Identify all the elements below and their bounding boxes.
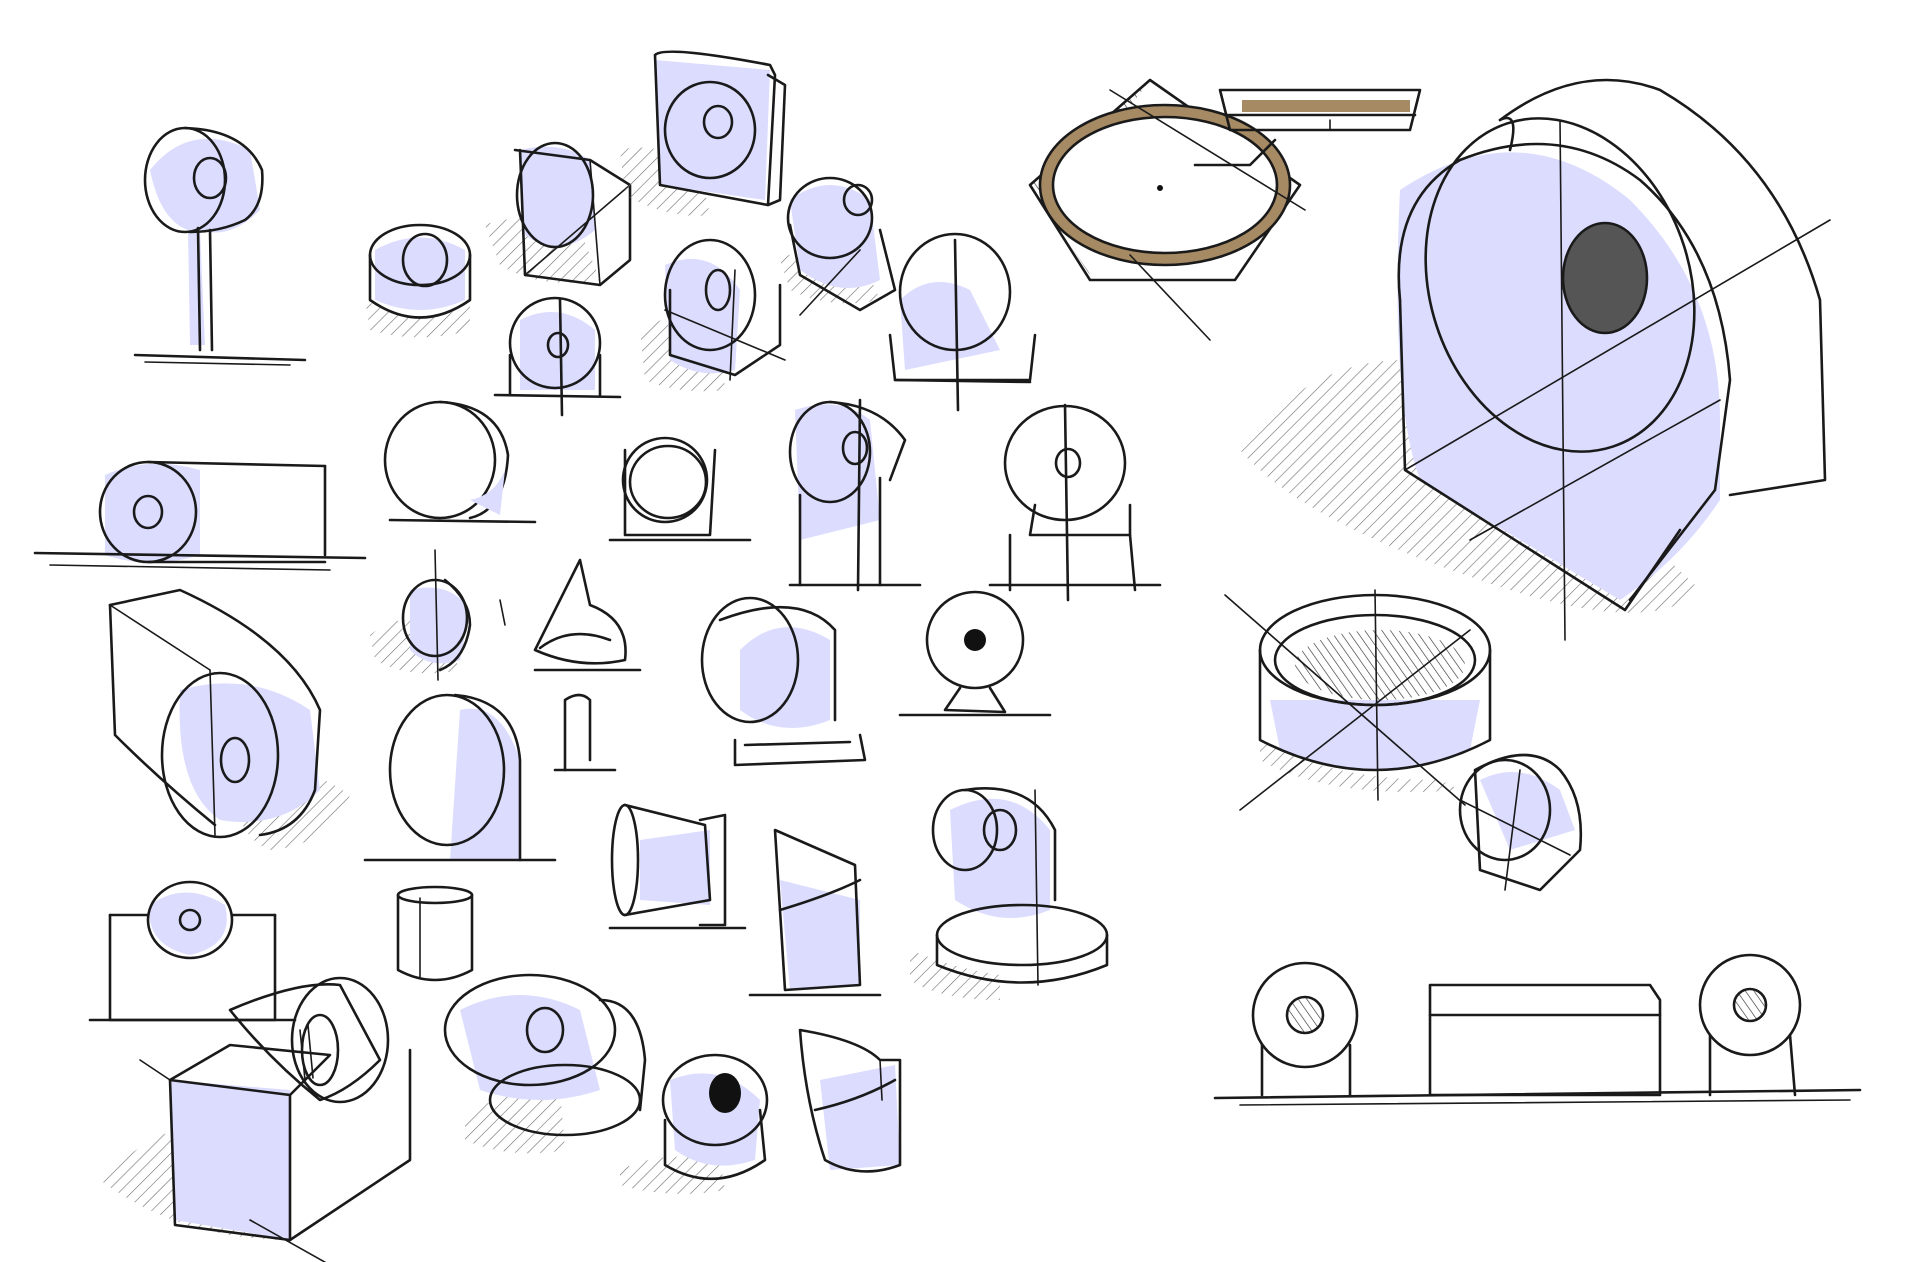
sketch-orbital-ring-speaker (443, 973, 647, 1154)
sketch-turntable (1028, 78, 1306, 341)
sketch-horizontal-speaker (33, 460, 367, 571)
sketch-arch-speaker (1240, 78, 1831, 641)
sketch-cube-tube-speaker (100, 976, 412, 1262)
sketch-stereo-set (1213, 953, 1862, 1106)
sketch-globe-speaker (888, 232, 1037, 412)
sketch-dot-tripod-speaker (898, 590, 1052, 717)
sketch-puck-speaker (365, 223, 472, 338)
sketch-ring-speaker (608, 436, 752, 542)
sketch-bracket (553, 693, 617, 772)
sketch-puck-base-speaker (910, 787, 1109, 1000)
sketch-square-panel-speaker (620, 50, 787, 216)
sketch-tall-tube-speaker (788, 398, 922, 592)
sketch-horn-speaker-b (748, 828, 882, 997)
sketch-horn-speaker-a (608, 803, 747, 930)
sketch-elbow-speaker (700, 596, 867, 767)
sketch-side-cylinder (383, 400, 537, 524)
sketch-cone-tent (533, 558, 642, 672)
sketch-wood-shelf (1218, 88, 1422, 132)
sketch-black-driver-speaker (620, 1053, 769, 1194)
sketch-donut-stand-speaker (988, 403, 1162, 602)
sketch-tilted-cube-speaker (485, 141, 632, 287)
sketch-small-cylinder (396, 885, 474, 982)
sketch-round-tray (1224, 589, 1492, 811)
sketch-desk-plinth-speaker (88, 880, 297, 1022)
sketch-bottle-horn-speaker (798, 1028, 902, 1173)
sketch-oval-tower-speaker (363, 693, 557, 862)
sketch-tilted-cone-cube (1458, 753, 1583, 892)
sketch-pole-speaker (133, 126, 307, 366)
sketch-angled-cone-speaker (780, 176, 897, 316)
sketch-small-ball-speaker (370, 549, 506, 681)
sketch-drum-speaker (640, 238, 786, 392)
sketch-tall-box-speaker (108, 588, 350, 850)
sketch-round-pedestal-speaker (493, 296, 622, 417)
